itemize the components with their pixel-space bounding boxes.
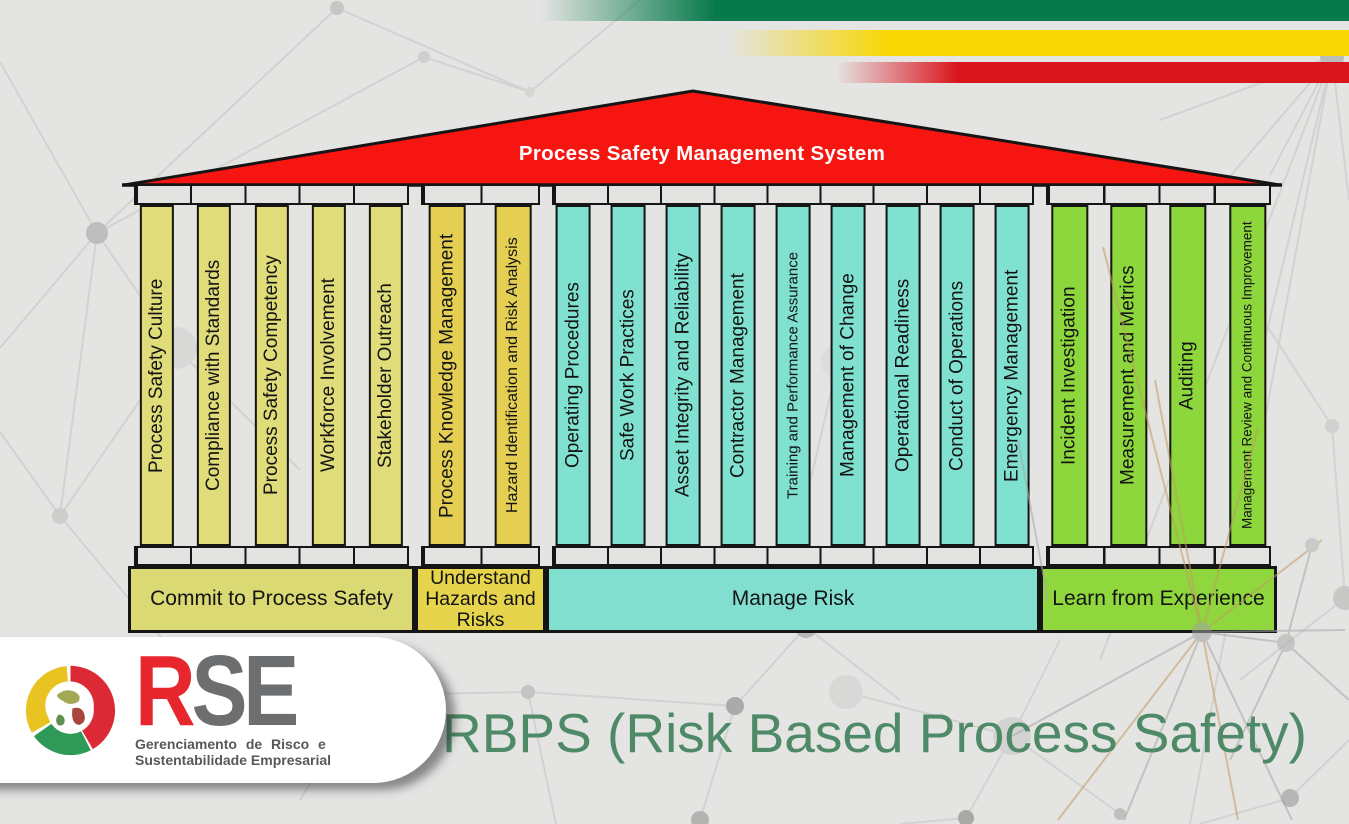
accent-stripe-yellow <box>0 30 1349 56</box>
plinth-commit-to-process-safety: Commit to Process Safety <box>128 566 415 633</box>
pillar-conduct-of-operations: Conduct of Operations <box>940 205 975 546</box>
rse-tagline-line2: Sustentabilidade Empresarial <box>135 751 332 768</box>
rse-acronym-se: SE <box>191 634 299 747</box>
pillar-label: Auditing <box>1177 341 1199 410</box>
rse-acronym: RSE <box>135 641 299 741</box>
pillar-incident-investigation: Incident Investigation <box>1050 205 1089 546</box>
pillar-contractor-management: Contractor Management <box>720 205 756 546</box>
group-manage-risk: Operating Procedures Safe Work Practices… <box>546 184 1040 633</box>
pillar-management-review-continuous-improvement: Management Review and Continuous Improve… <box>1228 205 1267 546</box>
group-understand-hazards-and-risks: Process Knowledge Management Hazard Iden… <box>415 184 546 633</box>
pillar-cell: Incident Investigation <box>1040 205 1099 546</box>
pillar-cell: Conduct of Operations <box>930 205 985 546</box>
pillar-cell: Emergency Management <box>985 205 1040 546</box>
plinth-label: Commit to Process Safety <box>150 587 393 611</box>
pillar-label: Stakeholder Outreach <box>375 283 397 468</box>
pillar-cell: Contractor Management <box>711 205 766 546</box>
pillar-process-safety-competency: Process Safety Competency <box>254 205 289 546</box>
rse-tagline-line1: Gerenciamento de Risco e <box>135 735 326 752</box>
pillar-label: Conduct of Operations <box>946 280 968 471</box>
pillar-label: Management of Change <box>836 273 858 478</box>
pillar-cell: Compliance with Standards <box>185 205 242 546</box>
capital-row-bottom <box>1046 546 1271 566</box>
pillar-label: Compliance with Standards <box>203 259 225 492</box>
pillar-cell: Auditing <box>1159 205 1218 546</box>
pillar-process-knowledge-management: Process Knowledge Management <box>429 205 467 546</box>
pillar-label: Measurement and Metrics <box>1117 265 1139 486</box>
rse-logo-text: RSE Gerenciamento de Risco e Sustentabil… <box>135 641 332 768</box>
pillar-auditing: Auditing <box>1169 205 1207 546</box>
pillar-cell: Asset Integrity and Reliability <box>656 205 711 546</box>
pillar-emergency-management: Emergency Management <box>995 205 1030 546</box>
pillar-cell: Operational Readiness <box>875 205 930 546</box>
pillar-shafts: Operating Procedures Safe Work Practices… <box>546 205 1040 546</box>
capital-row-top <box>421 184 540 205</box>
pillar-label: Emergency Management <box>1001 269 1023 482</box>
pillar-shafts: Incident Investigation Measurement and M… <box>1040 205 1277 546</box>
pillar-cell: Management Review and Continuous Improve… <box>1218 205 1277 546</box>
pillar-cell: Stakeholder Outreach <box>358 205 415 546</box>
rse-logo-card: RSE Gerenciamento de Risco e Sustentabil… <box>0 637 446 783</box>
pillar-compliance-with-standards: Compliance with Standards <box>197 205 232 546</box>
group-commit-to-process-safety: Process Safety Culture Compliance with S… <box>128 184 415 633</box>
pillar-training-performance-assurance: Training and Performance Assurance <box>775 205 811 546</box>
pillar-cell: Workforce Involvement <box>300 205 357 546</box>
plinth-understand-hazards-and-risks: Understand Hazards and Risks <box>415 566 546 633</box>
pillar-cell: Safe Work Practices <box>601 205 656 546</box>
group-learn-from-experience: Incident Investigation Measurement and M… <box>1040 184 1277 633</box>
pillar-shafts: Process Knowledge Management Hazard Iden… <box>415 205 546 546</box>
pillar-safe-work-practices: Safe Work Practices <box>611 205 646 546</box>
pillar-label: Training and Performance Assurance <box>784 251 802 500</box>
roof-title: Process Safety Management System <box>518 142 886 165</box>
pillar-cell: Management of Change <box>820 205 875 546</box>
pillar-cell: Process Safety Competency <box>243 205 300 546</box>
pillar-asset-integrity-reliability: Asset Integrity and Reliability <box>665 205 701 546</box>
pillar-label: Workforce Involvement <box>317 278 339 473</box>
pillar-operational-readiness: Operational Readiness <box>885 205 921 546</box>
rse-acronym-r: R <box>135 634 196 747</box>
pillar-label: Operating Procedures <box>562 282 584 469</box>
capital-row-top <box>552 184 1034 205</box>
pillar-label: Asset Integrity and Reliability <box>672 253 694 498</box>
plinth-manage-risk: Manage Risk <box>546 566 1040 633</box>
pillar-management-of-change: Management of Change <box>830 205 866 546</box>
accent-stripe-green <box>0 0 1349 21</box>
capital-row-top <box>134 184 409 205</box>
rse-tagline: Gerenciamento de Risco e Sustentabilidad… <box>135 735 332 768</box>
accent-stripe-red <box>0 62 1349 83</box>
pillar-cell: Operating Procedures <box>546 205 601 546</box>
roof-pediment <box>122 89 1282 187</box>
plinth-learn-from-experience: Learn from Experience <box>1040 566 1277 633</box>
pillar-cell: Hazard Identification and Risk Analysis <box>481 205 547 546</box>
pillar-hazard-identification-risk-analysis: Hazard Identification and Risk Analysis <box>494 205 532 546</box>
capital-row-top <box>1046 184 1271 205</box>
plinth-label: Understand Hazards and Risks <box>425 566 536 632</box>
capital-row-bottom <box>134 546 409 566</box>
capital-row-bottom <box>552 546 1034 566</box>
rse-globe-icon <box>25 665 116 755</box>
pillar-workforce-involvement: Workforce Involvement <box>311 205 346 546</box>
rbps-caption: RBPS (Risk Based Process Safety) <box>441 702 1307 764</box>
pillar-label: Process Knowledge Management <box>436 233 458 518</box>
pillar-label: Hazard Identification and Risk Analysis <box>503 237 521 514</box>
pillar-label: Incident Investigation <box>1058 286 1080 465</box>
pillar-cell: Training and Performance Assurance <box>766 205 821 546</box>
capital-row-bottom <box>421 546 540 566</box>
pillar-label: Contractor Management <box>727 273 749 478</box>
pillar-label: Management Review and Continuous Improve… <box>1239 221 1255 530</box>
pillar-cell: Process Safety Culture <box>128 205 185 546</box>
pillar-cell: Measurement and Metrics <box>1099 205 1158 546</box>
pillar-cell: Process Knowledge Management <box>415 205 481 546</box>
pillar-stakeholder-outreach: Stakeholder Outreach <box>369 205 404 546</box>
pillar-shafts: Process Safety Culture Compliance with S… <box>128 205 415 546</box>
pillar-process-safety-culture: Process Safety Culture <box>139 205 174 546</box>
pillar-label: Process Safety Competency <box>260 255 282 496</box>
pillar-label: Safe Work Practices <box>617 289 639 462</box>
pillar-operating-procedures: Operating Procedures <box>556 205 591 546</box>
pillar-label: Process Safety Culture <box>145 278 167 473</box>
plinth-label: Learn from Experience <box>1052 587 1265 611</box>
pillar-measurement-and-metrics: Measurement and Metrics <box>1110 205 1148 546</box>
plinth-label: Manage Risk <box>731 587 855 611</box>
pillar-label: Operational Readiness <box>891 278 913 473</box>
